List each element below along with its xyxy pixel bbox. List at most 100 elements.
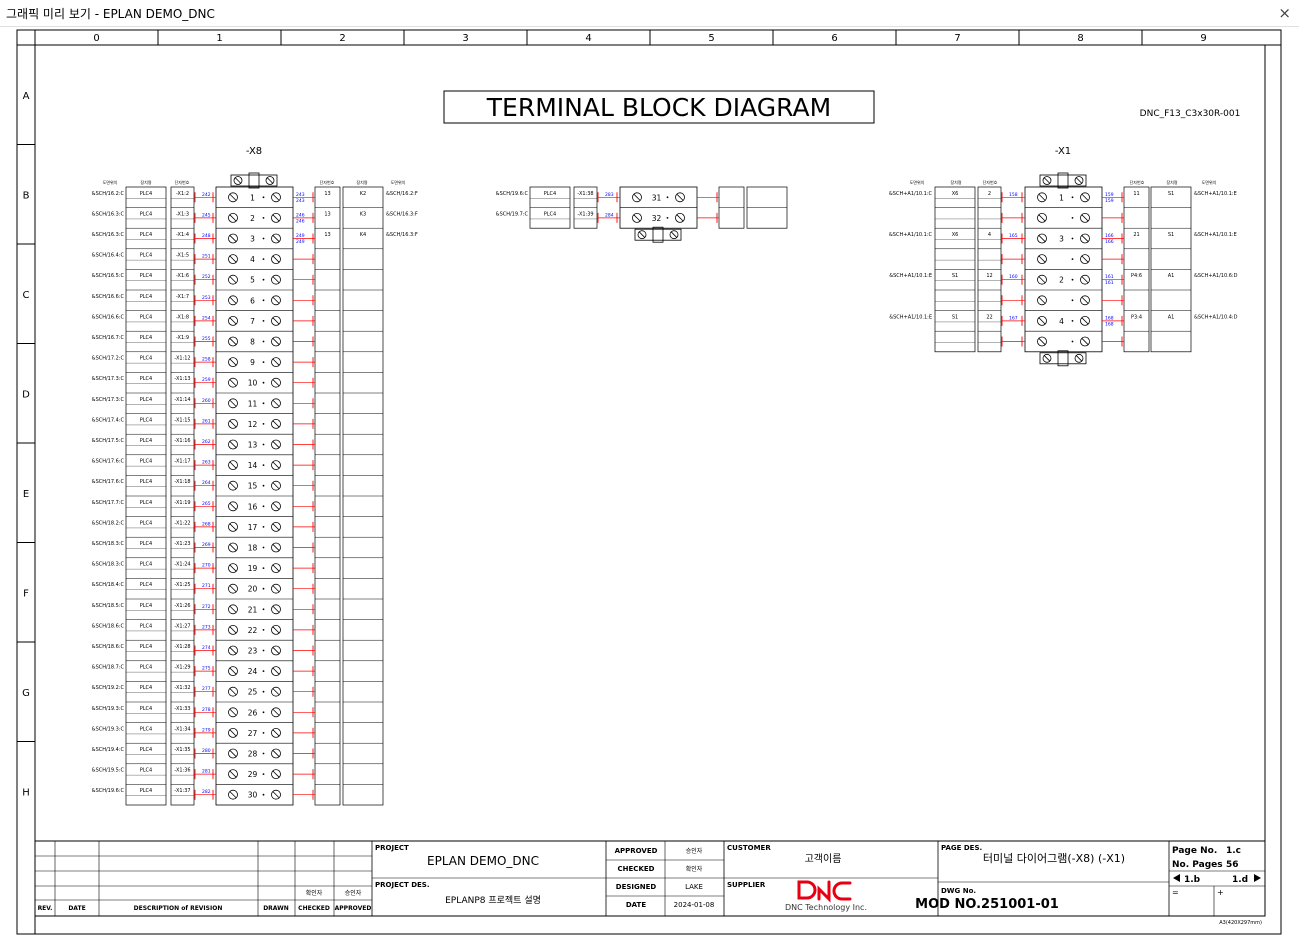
terminal-number: 7 xyxy=(250,317,255,326)
wire-label: 168 xyxy=(1105,321,1114,327)
terminal-number: 1 xyxy=(1059,193,1064,202)
wire-label: 254 xyxy=(202,315,211,321)
location-ref: &SCH/18.7:C xyxy=(92,665,125,671)
terminal-dot xyxy=(262,711,265,714)
paper-size: A3(420X297mm) xyxy=(1219,920,1262,926)
terminal-ref: -X1:23 xyxy=(174,541,190,547)
page-description: 터미널 다이어그램(-X8) (-X1) xyxy=(983,852,1125,865)
prev-page-icon[interactable] xyxy=(1173,874,1180,882)
device-name: PLC4 xyxy=(140,376,152,382)
terminal-number: 1 xyxy=(250,193,255,202)
terminal-ref: 22 xyxy=(986,314,992,320)
terminal-dot xyxy=(262,320,265,322)
terminal-ref: -X1:39 xyxy=(577,211,593,217)
project-des-label: PROJECT DES. xyxy=(375,881,430,889)
wire-label: 168 xyxy=(1105,315,1114,321)
terminal-dot xyxy=(262,690,265,693)
page-des-label: PAGE DES. xyxy=(941,844,982,852)
screw-icon xyxy=(1037,212,1047,223)
terminal-ref: -X1:13 xyxy=(174,376,190,382)
wire-label: 249 xyxy=(296,239,305,245)
customer-name: 고객이름 xyxy=(805,853,842,865)
screw-icon xyxy=(271,583,281,594)
terminal-number: 10 xyxy=(248,379,258,388)
wire-label: 242 xyxy=(202,192,211,198)
wire-label: 246 xyxy=(296,212,305,218)
screw-icon xyxy=(1037,192,1047,203)
next-page[interactable]: 1.d xyxy=(1232,875,1248,885)
device-name: PLC4 xyxy=(140,665,152,671)
device-name: PLC4 xyxy=(140,253,152,259)
terminal-dot xyxy=(262,649,265,652)
screw-icon xyxy=(233,176,243,185)
device-name: X6 xyxy=(952,191,959,197)
terminal-number: 12 xyxy=(248,420,258,429)
end-clamp xyxy=(248,172,260,189)
terminal-dot xyxy=(262,299,265,302)
date-value: 2024-01-08 xyxy=(674,901,715,909)
screw-icon xyxy=(1037,233,1047,244)
screw-icon xyxy=(1080,315,1090,326)
location-ref: &SCH/17.6:C xyxy=(92,479,125,485)
screw-icon xyxy=(228,357,238,368)
screw-icon xyxy=(632,212,642,223)
location-ref: &SCH/16.2:C xyxy=(92,191,125,197)
screw-icon xyxy=(271,625,281,635)
location-ref: &SCH/17.4:C xyxy=(92,417,125,423)
device-name: PLC4 xyxy=(544,211,556,217)
prev-page[interactable]: 1.b xyxy=(1184,875,1201,885)
right-device-name: K3 xyxy=(360,211,366,217)
wire-label: 159 xyxy=(1105,192,1114,198)
wire-label: 264 xyxy=(202,480,211,486)
location-ref: &SCH/17.3:C xyxy=(92,376,125,382)
terminal-ref: 12 xyxy=(986,273,992,279)
terminal-dot xyxy=(666,196,669,199)
end-clamp xyxy=(1057,172,1069,189)
wire-label: 159 xyxy=(1105,198,1114,204)
device-name: PLC4 xyxy=(140,356,152,362)
terminal-number: 23 xyxy=(248,647,258,656)
grid-col-label: 5 xyxy=(708,33,714,44)
screw-icon xyxy=(228,233,238,244)
terminal-ref: -X1:27 xyxy=(174,623,190,629)
location-ref: &SCH+A1/10.1:C xyxy=(889,232,933,238)
right-terminal-ref: 11 xyxy=(1133,191,1139,197)
terminal-dot xyxy=(262,732,265,734)
grid-col-label: 0 xyxy=(93,33,99,44)
screw-icon xyxy=(228,542,238,553)
screw-icon xyxy=(271,274,281,285)
wire-label: 273 xyxy=(202,624,211,630)
location-ref: &SCH/19.6:C xyxy=(496,191,529,197)
screw-icon xyxy=(228,480,238,491)
screw-icon xyxy=(675,192,685,203)
location-ref: &SCH/16.6:C xyxy=(92,294,125,300)
screw-icon xyxy=(1074,353,1084,363)
wire-label: 278 xyxy=(202,707,211,713)
terminal-ref: -X1:19 xyxy=(174,500,190,506)
terminal-number: 31 xyxy=(652,193,662,202)
close-icon[interactable]: × xyxy=(1278,4,1291,22)
grid-row-label: B xyxy=(23,190,30,201)
grid-row-label: C xyxy=(23,290,30,301)
device-name: PLC4 xyxy=(140,623,152,629)
wire-label: 255 xyxy=(202,336,211,342)
device-name: PLC4 xyxy=(544,191,556,197)
grid-row-label: G xyxy=(22,688,30,699)
location-ref: &SCH/16.5:C xyxy=(92,273,125,279)
terminal-ref: -X1:36 xyxy=(174,768,190,774)
terminal-ref: -X1:4 xyxy=(176,232,189,238)
wire-label: 265 xyxy=(202,501,211,507)
wire-label: 161 xyxy=(1105,274,1114,280)
terminal-dot xyxy=(262,505,265,508)
screw-icon xyxy=(271,460,281,471)
terminal-number: 17 xyxy=(248,523,258,532)
screw-icon xyxy=(228,666,238,676)
next-page-icon[interactable] xyxy=(1254,874,1261,882)
no-pages: 56 xyxy=(1226,860,1239,870)
